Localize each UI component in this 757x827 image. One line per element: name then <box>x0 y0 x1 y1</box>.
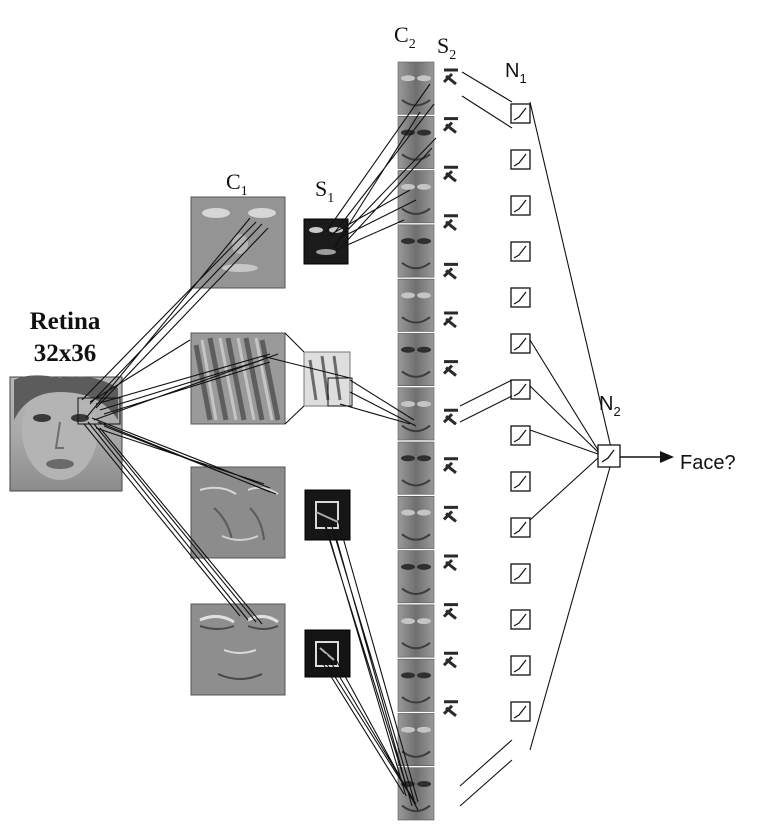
c2-map <box>397 278 435 332</box>
n1-label: N1 <box>505 60 527 86</box>
n1-unit <box>510 103 531 124</box>
c2-label: C2 <box>394 22 416 52</box>
s2-map <box>441 552 461 574</box>
n1-unit <box>510 149 531 170</box>
s2-label: S2 <box>437 33 456 63</box>
s2-strip <box>441 66 461 720</box>
s2-map <box>441 649 461 672</box>
s2-map <box>441 357 461 380</box>
output-label: Face? <box>680 452 736 474</box>
s1-map-2 <box>303 351 353 407</box>
n1-unit <box>510 655 531 676</box>
n1-to-n2-lines <box>529 101 613 751</box>
c2-map <box>397 495 435 549</box>
connections <box>81 71 613 811</box>
c1-map-3 <box>190 466 286 559</box>
s2-to-n1-lines <box>459 71 513 807</box>
s2-map <box>441 114 461 137</box>
retina-to-c1-lines <box>81 217 279 625</box>
c2-map <box>397 441 435 495</box>
n1-unit <box>510 241 531 262</box>
n1-unit <box>510 609 531 630</box>
n1-unit <box>510 195 531 216</box>
n1-unit <box>510 379 531 400</box>
c2-map <box>397 550 435 604</box>
retina-size: 32x36 <box>34 340 97 367</box>
s2-map <box>441 309 461 331</box>
c1-map-4 <box>190 603 286 696</box>
s2-map <box>441 697 461 720</box>
s2-map <box>441 163 461 186</box>
s1-label: S1 <box>315 176 334 206</box>
s2-map <box>441 211 461 234</box>
s2-map <box>441 260 461 283</box>
n1-unit <box>510 701 531 722</box>
c2-strip <box>397 61 435 821</box>
c1-maps <box>190 196 286 696</box>
output-arrow <box>620 451 674 463</box>
n1-unit <box>510 333 531 354</box>
c2-map <box>397 333 435 387</box>
s2-map <box>441 406 461 429</box>
s2-map <box>441 600 461 623</box>
c2-map <box>397 604 435 658</box>
retina-title: Retina <box>30 308 101 335</box>
c2-map <box>397 713 435 767</box>
s1-map-4 <box>304 629 351 678</box>
s2-map <box>441 66 461 88</box>
n2-label: N2 <box>599 393 621 419</box>
n1-units <box>510 103 531 722</box>
c2-map <box>397 61 435 115</box>
c1-map-2 <box>190 332 286 425</box>
s1-to-c2-lines <box>317 83 437 811</box>
s2-map <box>441 503 461 526</box>
n1-unit <box>510 425 531 446</box>
c1-to-s1-lines <box>261 332 351 425</box>
s1-maps <box>303 218 353 678</box>
s2-map <box>441 454 461 477</box>
c2-map <box>397 658 435 712</box>
n1-unit <box>510 471 531 492</box>
s1-map-1 <box>303 218 349 265</box>
c2-map <box>397 115 435 169</box>
c1-label: C1 <box>226 169 248 199</box>
c2-map <box>397 224 435 278</box>
labels: Retina 32x36 C1 S1 C2 S2 N1 N2 Face? <box>30 22 736 474</box>
n1-unit <box>510 563 531 584</box>
n2-unit <box>597 444 621 468</box>
n1-unit <box>510 517 531 538</box>
n1-unit <box>510 287 531 308</box>
